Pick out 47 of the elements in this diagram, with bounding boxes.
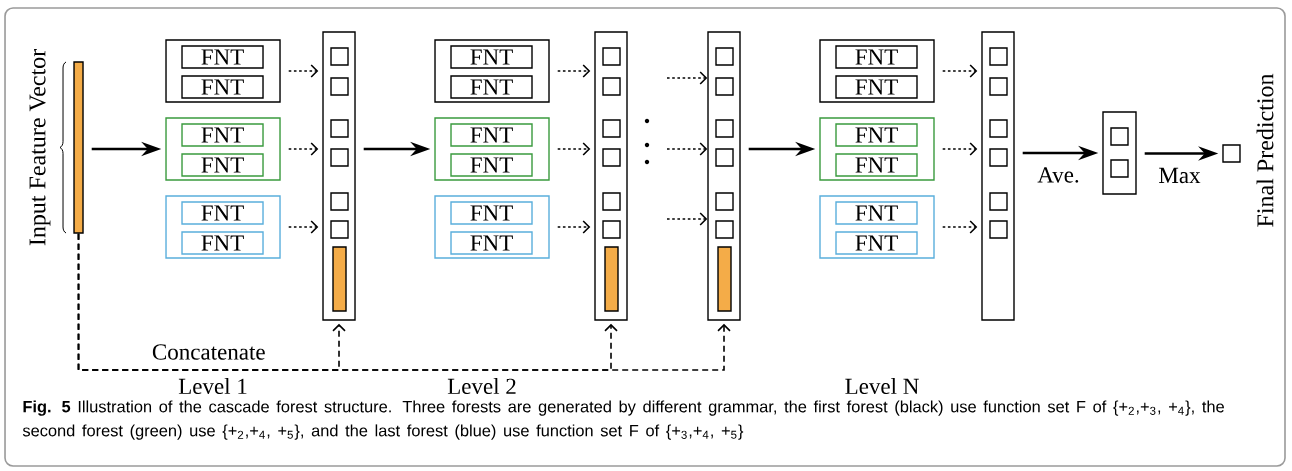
tree-box: FNT [450, 231, 533, 255]
dashed-arrow [556, 142, 591, 156]
level-label: Level 1 [178, 377, 247, 395]
dashed-arrow [666, 142, 708, 156]
tree-box: FNT [181, 75, 264, 99]
tree-box: FNT [181, 45, 264, 69]
average-box [1102, 111, 1137, 195]
tree-box: FNT [835, 153, 918, 177]
dashed-arrow [287, 142, 319, 156]
dashed-arrow [941, 142, 978, 156]
vector-column [981, 31, 1015, 321]
tree-box: FNT [181, 231, 264, 255]
tree-box: FNT [835, 123, 918, 147]
edge-label: Concatenate [149, 342, 268, 362]
vector-column [322, 31, 356, 321]
tree-box: FNT [450, 75, 533, 99]
tree-box: FNT [835, 201, 918, 225]
tree-box: FNT [181, 153, 264, 177]
caption: Fig. 5 Illustration of the cascade forest structure. Three forests are generated by different grammar, the first forest (black) use function set F of {+$_{2}$,+$_{3}$, +$_{4}$}, the second forest (green) use {+$_{2}$,+$_{4}$, +$_{5}$}, and the last forest (blue) use function set F of {+$_{3}$,+$_{4}$, +$_{5}$} [22, 400, 1224, 440]
tree-box: FNT [450, 153, 533, 177]
vector-column [707, 31, 741, 321]
dashed-arrow [556, 220, 591, 234]
feature-bar [73, 61, 84, 234]
level-label: Level N [845, 377, 919, 395]
vector-label: Input Feature Vector [29, 49, 51, 246]
edge-label: Max [1156, 165, 1203, 186]
tree-box: FNT [181, 123, 264, 147]
tree-box: FNT [835, 75, 918, 99]
level-label: Level 2 [447, 377, 516, 395]
tree-box: FNT [181, 201, 264, 225]
dashed-arrow [287, 64, 319, 78]
dashed-arrow [287, 220, 319, 234]
dashed-arrow [666, 71, 708, 85]
tree-box: FNT [450, 45, 533, 69]
tree-box: FNT [835, 231, 918, 255]
edge-label: Ave. [1035, 165, 1082, 185]
tree-box: FNT [450, 123, 533, 147]
dashed-arrow [941, 64, 978, 78]
tree-box: FNT [450, 201, 533, 225]
dashed-arrow [77, 232, 731, 371]
vector-column [594, 31, 628, 321]
dashed-arrow [941, 220, 978, 234]
dashed-arrow [556, 64, 591, 78]
tree-box: FNT [835, 45, 918, 69]
dashed-arrow [666, 212, 708, 226]
prediction-label: Final Prediction [1256, 73, 1274, 227]
prediction-square [1222, 144, 1241, 163]
